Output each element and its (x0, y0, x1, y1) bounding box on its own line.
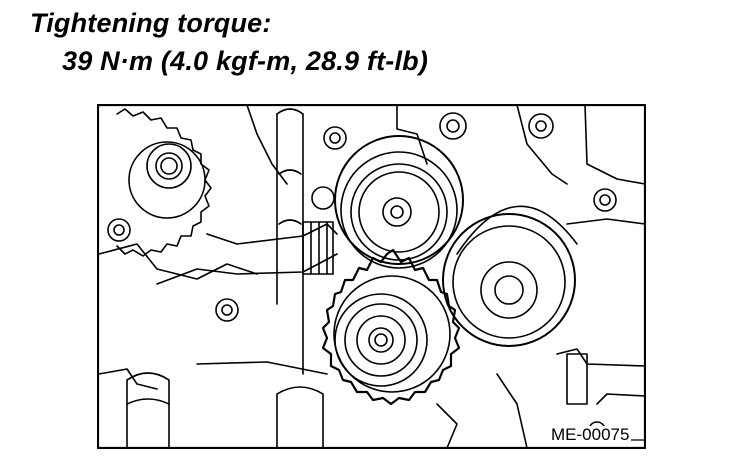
bracket-tube (276, 108, 304, 375)
bolt-bosses (107, 112, 617, 322)
figure-frame (97, 104, 646, 449)
engine-drawing (97, 104, 646, 449)
engine-illustration (97, 104, 646, 449)
lower-block (126, 353, 606, 449)
torque-value: 39 N·m (4.0 kgf-m, 28.9 ft-lb) (62, 46, 429, 76)
idler-shaft (156, 221, 338, 285)
tensioner-pulley (442, 205, 578, 347)
torque-heading: Tightening torque: (30, 8, 272, 38)
figure-code: ME-00075 (549, 425, 632, 444)
idler-pulley-upper (334, 135, 464, 269)
camshaft-sprocket (116, 108, 212, 257)
crankshaft-sprocket (321, 248, 461, 406)
engine-block-outline (98, 104, 646, 449)
